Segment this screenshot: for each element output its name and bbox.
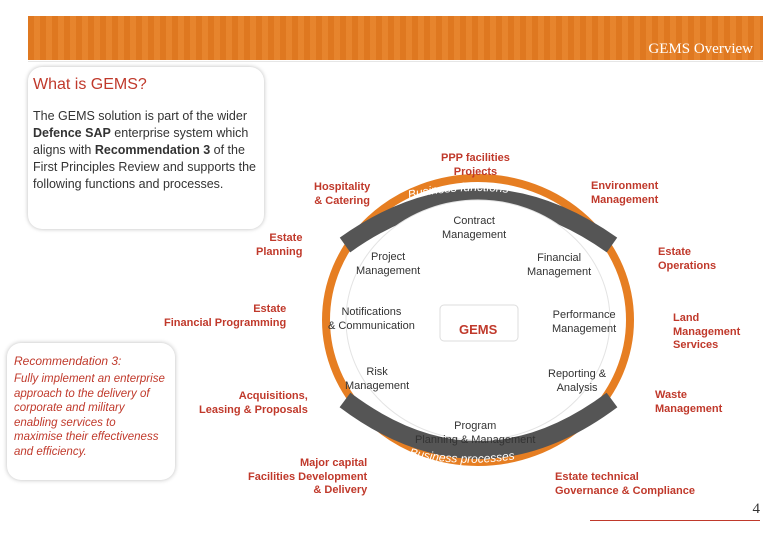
intro-part-1: The GEMS solution is part of the wider [33,109,247,123]
intro-text: The GEMS solution is part of the wider D… [33,108,265,193]
header-title: GEMS Overview [648,41,753,57]
intro-part-2: enterprise system which aligns with [33,126,249,157]
recommendation-text: Fully implement an enterprise approach t… [14,373,165,458]
header-rule [28,61,763,62]
header-bar: GEMS Overview [28,16,763,60]
label-notifications: Notifications& Communication [328,306,415,332]
gems-center-label: GEMS [459,322,498,337]
label-reporting: Reporting &Analysis [548,368,607,394]
recommendation-title: Recommendation 3: [14,354,122,368]
label-acquisitions: Acquisitions,Leasing & Proposals [199,390,308,416]
intro-bold-2: Recommendation 3 [94,143,211,157]
header-texture [28,16,763,60]
functions-band [339,188,618,253]
intro-bold-1: Defence SAP [33,126,111,140]
processes-band [339,392,618,459]
outer-ring [322,174,634,466]
footer-rule [590,520,760,521]
recommendation-panel [7,343,175,480]
label-hospitality: Hospitality& Catering [314,181,371,207]
intro-part-3: of the First Principles Review and suppo… [33,143,257,191]
page-number: 4 [752,501,761,517]
section-title: What is GEMS? [33,76,147,93]
gems-box [439,304,519,342]
